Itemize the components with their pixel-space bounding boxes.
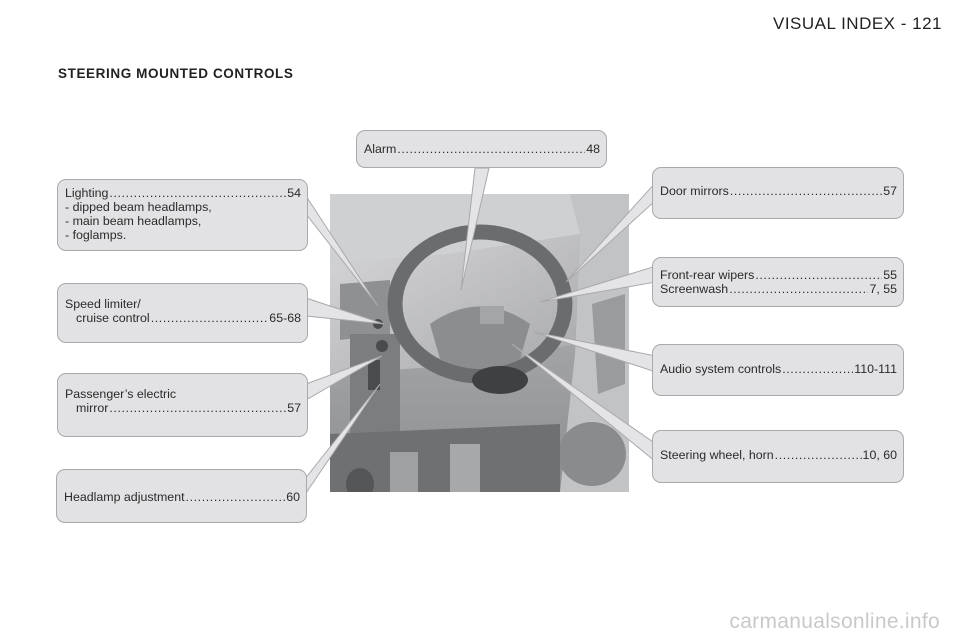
lighting-item: - main beam headlamps, xyxy=(65,214,202,228)
leader-dots xyxy=(730,184,882,198)
leader-dots xyxy=(186,490,286,504)
door-mirrors-page: 57 xyxy=(883,184,897,198)
speed-limiter-label: cruise control xyxy=(76,311,150,325)
callout-wipers: Front-rear wipers 55 Screenwash 7, 55 xyxy=(652,257,904,307)
leader-dots xyxy=(755,268,882,282)
callout-lighting: Lighting 54 - dipped beam headlamps, - m… xyxy=(57,179,308,251)
alarm-label: Alarm xyxy=(364,142,397,156)
callout-alarm: Alarm 48 xyxy=(356,130,607,168)
audio-label: Audio system controls xyxy=(660,362,782,376)
leader-dots xyxy=(782,362,853,376)
screenwash-page: 7, 55 xyxy=(869,282,897,296)
callout-headlamp-adjustment: Headlamp adjustment 60 xyxy=(56,469,307,523)
callout-steering-wheel: Steering wheel, horn 10, 60 xyxy=(652,430,904,483)
lighting-item: - dipped beam headlamps, xyxy=(65,200,212,214)
lighting-label: Lighting xyxy=(65,186,109,200)
steering-wheel-page: 10, 60 xyxy=(862,448,897,462)
wipers-label: Front-rear wipers xyxy=(660,268,755,282)
leader-dots xyxy=(397,142,585,156)
leader-dots xyxy=(109,186,286,200)
callout-audio: Audio system controls 110-111 xyxy=(652,344,904,396)
page-header: VISUAL INDEX - 121 xyxy=(773,14,942,33)
headlamp-adjustment-page: 60 xyxy=(286,490,300,504)
watermark: carmanualsonline.info xyxy=(729,610,940,633)
section-title: STEERING MOUNTED CONTROLS xyxy=(58,66,294,81)
lighting-item: - foglamps. xyxy=(65,228,127,242)
screenwash-label: Screenwash xyxy=(660,282,729,296)
leader-dots xyxy=(151,311,269,325)
passenger-mirror-page: 57 xyxy=(287,401,301,415)
leader-dots xyxy=(775,448,862,462)
steering-wheel-label: Steering wheel, horn xyxy=(660,448,774,462)
passenger-mirror-label: mirror xyxy=(76,401,109,415)
speed-limiter-page: 65-68 xyxy=(269,311,301,325)
leader-dots xyxy=(109,401,286,415)
passenger-mirror-line1: Passenger’s electric xyxy=(65,387,177,401)
callout-passenger-mirror: Passenger’s electric mirror 57 xyxy=(57,373,308,437)
leader-dots xyxy=(729,282,868,296)
callout-speed-limiter: Speed limiter/ cruise control 65-68 xyxy=(57,283,308,343)
wipers-page: 55 xyxy=(883,268,897,282)
door-mirrors-label: Door mirrors xyxy=(660,184,729,198)
audio-page: 110-111 xyxy=(854,362,897,376)
alarm-page: 48 xyxy=(586,142,600,156)
headlamp-adjustment-label: Headlamp adjustment xyxy=(64,490,185,504)
dashboard-photo xyxy=(330,194,629,492)
lighting-page: 54 xyxy=(287,186,301,200)
speed-limiter-line1: Speed limiter/ xyxy=(65,297,141,311)
callout-door-mirrors: Door mirrors 57 xyxy=(652,167,904,219)
